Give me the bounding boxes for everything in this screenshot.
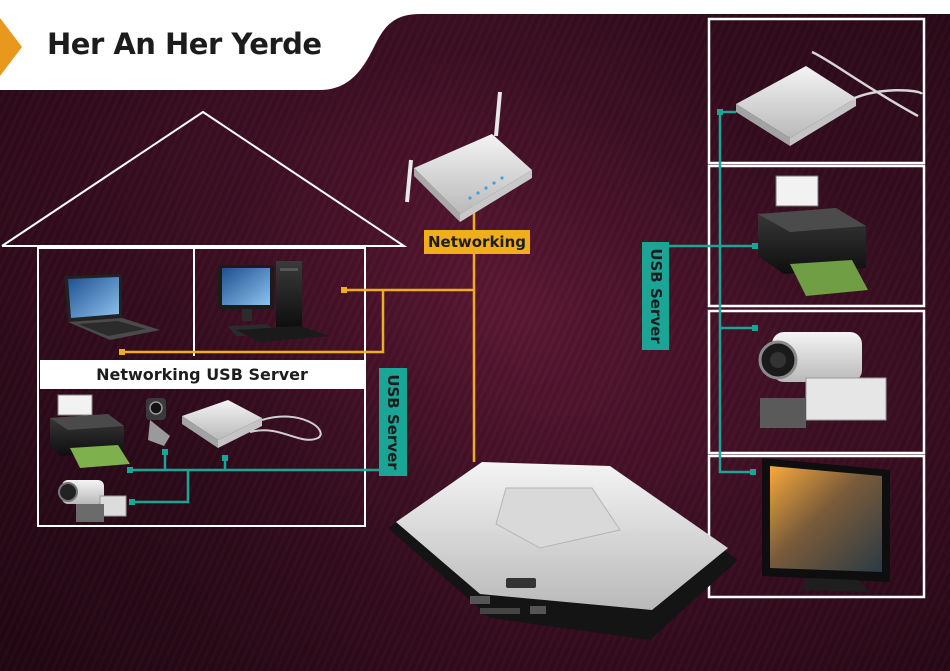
laptop-icon bbox=[64, 274, 160, 340]
external-drive-icon bbox=[736, 50, 924, 146]
printer-icon bbox=[758, 175, 868, 296]
printer-icon bbox=[50, 394, 130, 468]
page-title: Her An Her Yerde bbox=[47, 27, 322, 61]
networking-label: Networking bbox=[424, 230, 530, 254]
webcam-icon bbox=[146, 398, 170, 446]
router-icon bbox=[405, 91, 532, 222]
desktop-pc-icon bbox=[218, 261, 330, 342]
usb-server-label-left-text: USB Server bbox=[384, 374, 402, 470]
usb-server-label-left: USB Server bbox=[379, 368, 407, 476]
usb-server-label-right-text: USB Server bbox=[646, 248, 665, 344]
device-panel-frames bbox=[707, 17, 926, 599]
usb-server-label-right: USB Server bbox=[642, 242, 669, 350]
usb-lines-right bbox=[669, 110, 760, 474]
tv-icon bbox=[762, 458, 890, 592]
title-tab bbox=[0, 0, 950, 90]
networking-usb-server-label: Networking USB Server bbox=[40, 360, 364, 389]
external-drive-icon bbox=[182, 400, 322, 448]
usb-lines-left bbox=[130, 452, 395, 504]
accent-triangle bbox=[0, 18, 22, 76]
house-outline bbox=[1, 110, 408, 527]
camcorder-icon bbox=[758, 332, 887, 428]
networking-lines bbox=[122, 204, 476, 462]
usb-server-device-icon bbox=[388, 462, 738, 640]
camcorder-icon bbox=[58, 480, 127, 522]
